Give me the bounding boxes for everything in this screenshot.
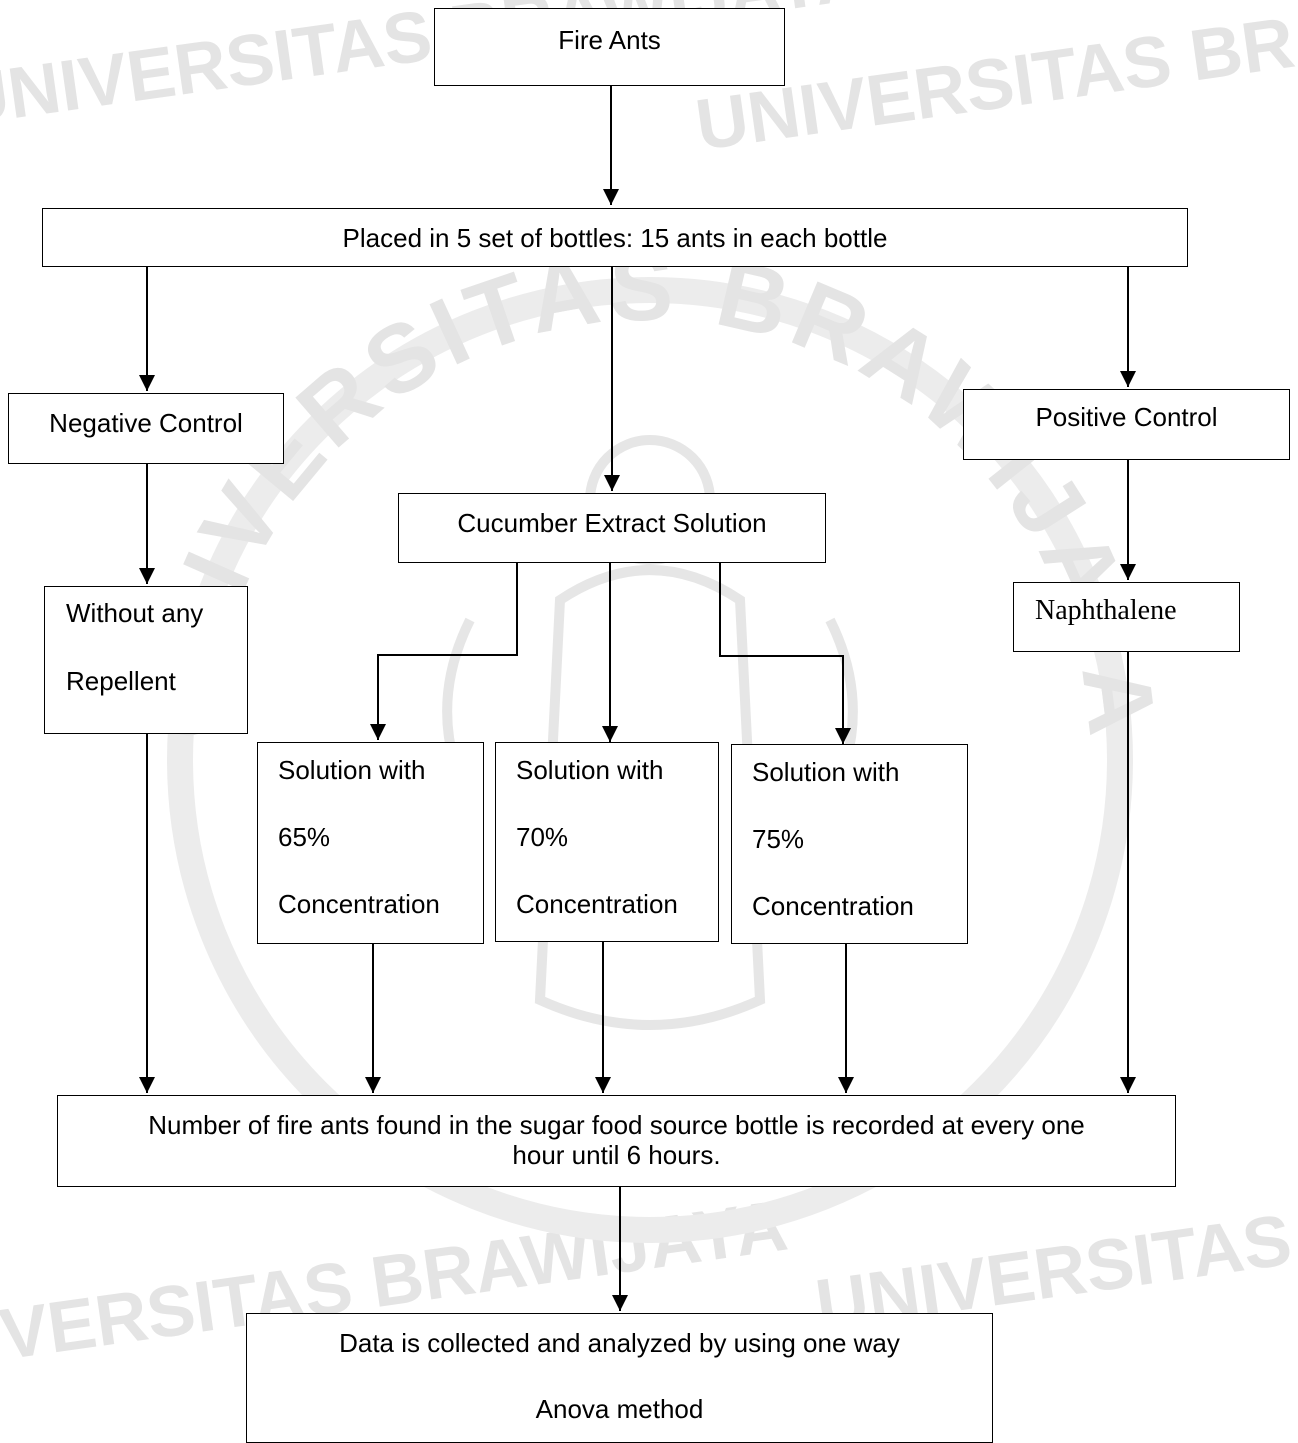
node-solution-70: Solution with 70% Concentration	[495, 742, 719, 942]
arrow-cucumber-to-65	[370, 563, 518, 740]
node-negative-control-label: Negative Control	[49, 408, 243, 438]
node-solution-75-line-2: 75%	[752, 824, 805, 854]
node-naphthalene: Naphthalene	[1013, 582, 1240, 652]
node-number-recorded-line-2: hour until 6 hours.	[512, 1140, 721, 1170]
node-negative-control: Negative Control	[8, 393, 284, 464]
node-solution-65-line-2: 65%	[278, 822, 331, 852]
node-placed-in-bottles: Placed in 5 set of bottles: 15 ants in e…	[42, 208, 1188, 267]
watermark-seal-ring	[167, 277, 1133, 1243]
node-naphthalene-label: Naphthalene	[1035, 595, 1177, 626]
node-data-analyzed-line-1: Data is collected and analyzed by using …	[339, 1328, 900, 1358]
node-solution-75: Solution with 75% Concentration	[731, 744, 968, 944]
node-data-analyzed-line-2: Anova method	[535, 1394, 704, 1424]
node-without-repellent: Without any Repellent	[44, 586, 248, 734]
node-fire-ants-label: Fire Ants	[558, 25, 661, 55]
node-cucumber-extract: Cucumber Extract Solution	[398, 493, 826, 563]
node-solution-75-line-3: Concentration	[752, 891, 914, 921]
node-solution-70-line-2: 70%	[516, 822, 569, 852]
node-solution-75-line-1: Solution with	[752, 757, 900, 787]
node-data-analyzed: Data is collected and analyzed by using …	[246, 1313, 993, 1443]
arrow-cucumber-to-75	[719, 563, 851, 744]
node-solution-65: Solution with 65% Concentration	[257, 742, 484, 944]
node-without-line-1: Without any	[66, 598, 204, 628]
node-number-recorded: Number of fire ants found in the sugar f…	[57, 1095, 1176, 1187]
node-solution-70-line-3: Concentration	[516, 889, 678, 919]
node-without-line-2: Repellent	[66, 666, 176, 696]
node-positive-control: Positive Control	[963, 389, 1290, 460]
node-cucumber-extract-label: Cucumber Extract Solution	[457, 508, 767, 538]
node-solution-70-line-1: Solution with	[516, 755, 664, 785]
node-placed-label: Placed in 5 set of bottles: 15 ants in e…	[342, 223, 888, 253]
node-fire-ants: Fire Ants	[434, 8, 785, 86]
node-solution-65-line-1: Solution with	[278, 755, 426, 785]
node-positive-control-label: Positive Control	[1035, 402, 1218, 432]
node-number-recorded-line-1: Number of fire ants found in the sugar f…	[148, 1110, 1085, 1140]
node-solution-65-line-3: Concentration	[278, 889, 440, 919]
